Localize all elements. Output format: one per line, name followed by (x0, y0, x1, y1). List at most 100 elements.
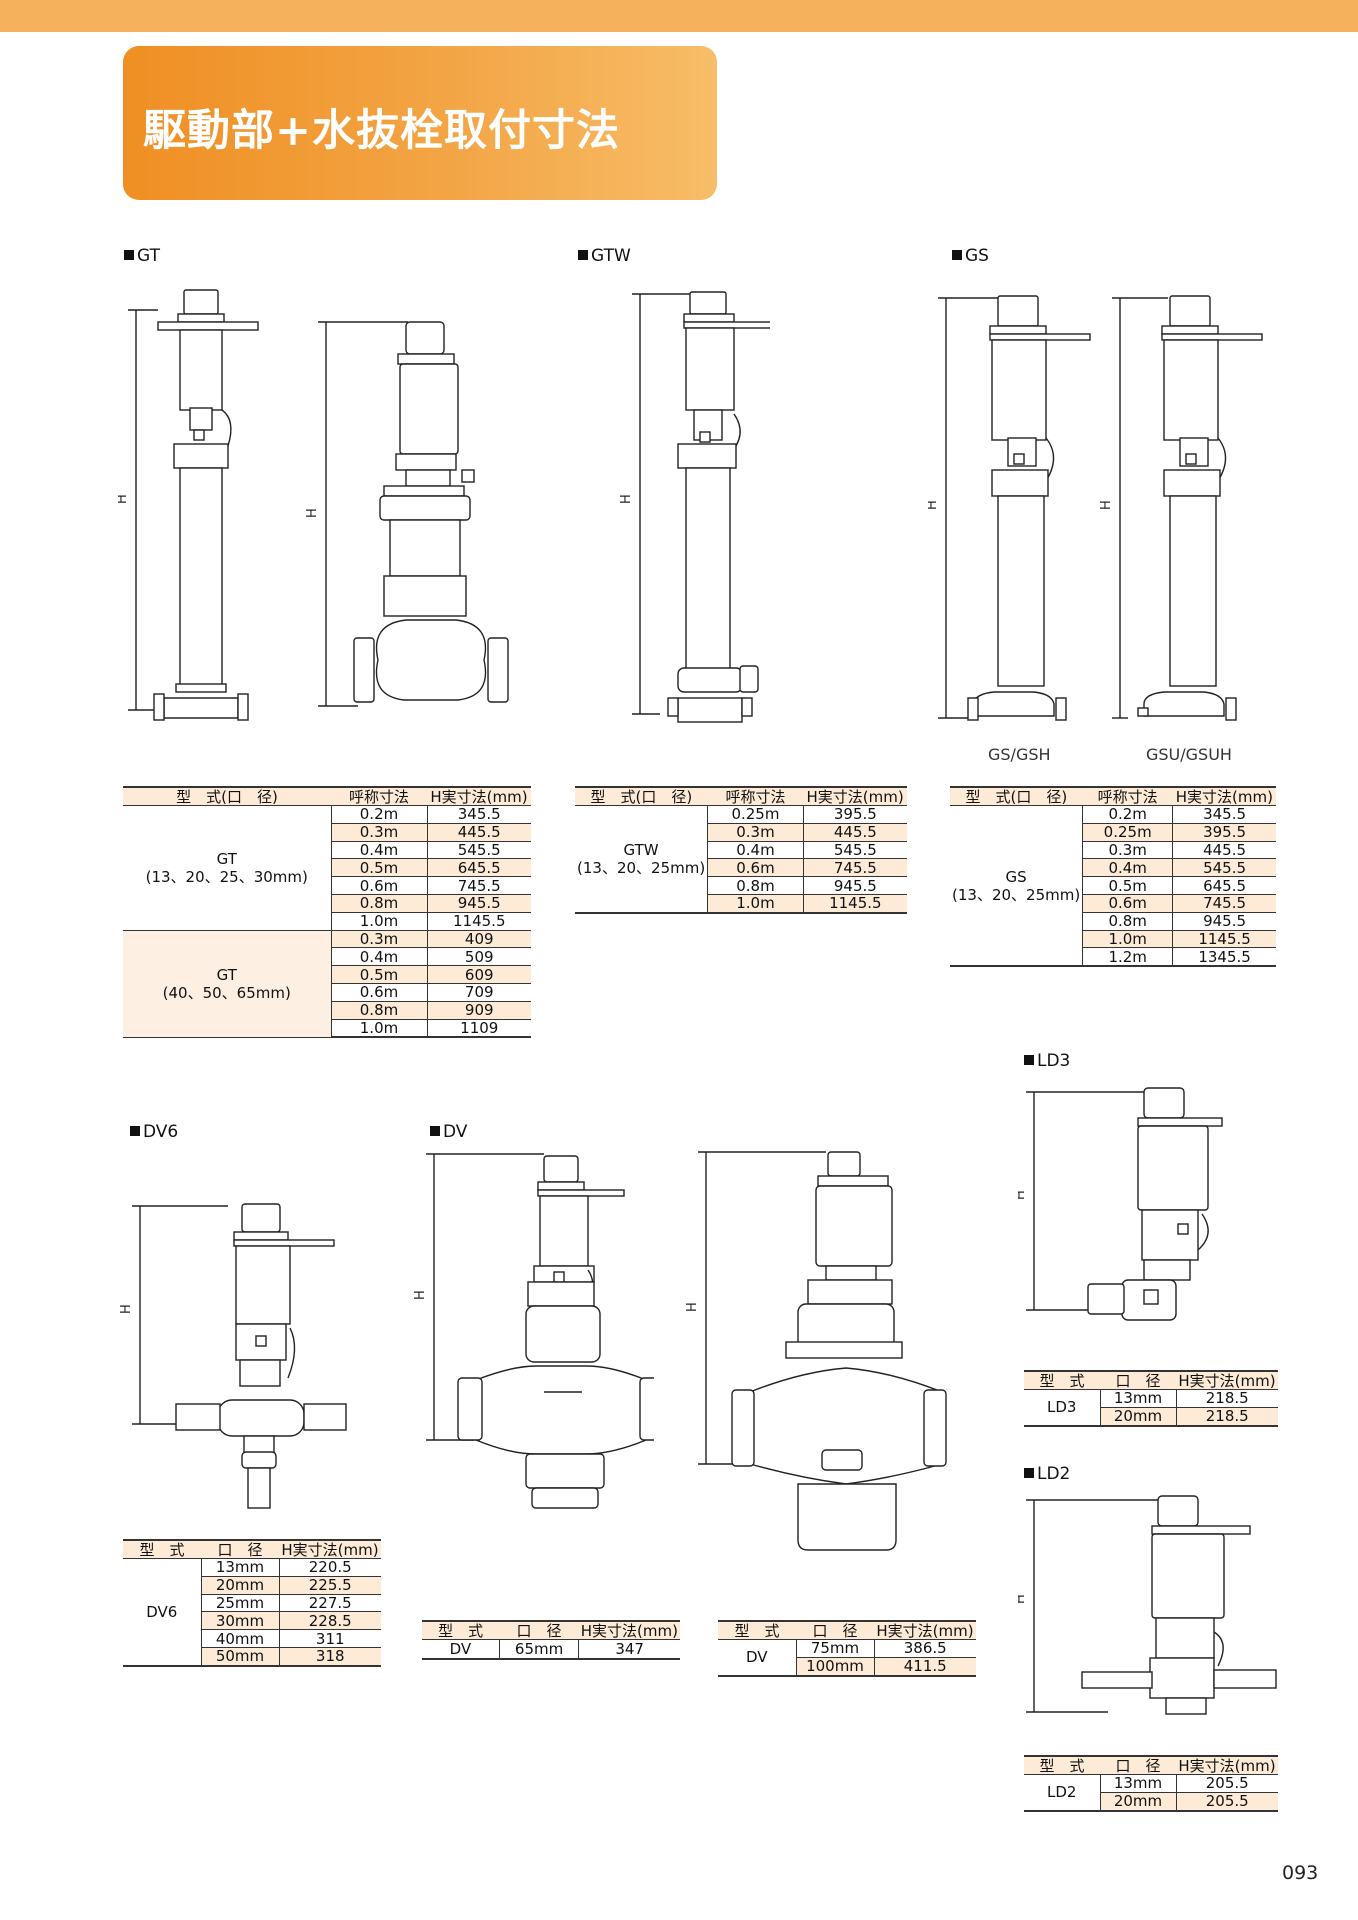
table-header-row: 型 式(口 径) 呼称寸法 H実寸法(mm) (575, 786, 907, 806)
col-nominal: 呼称寸法 (331, 786, 427, 806)
square-bullet-icon (430, 1126, 440, 1136)
square-bullet-icon (1024, 1055, 1034, 1065)
dim-h-label: H (620, 494, 634, 504)
square-bullet-icon (952, 250, 962, 260)
dim-h-label: H (118, 494, 130, 504)
model-cell: GT(13、20、25、30mm) (123, 805, 332, 931)
gs-drawing: H H (928, 295, 1263, 721)
table-header-row: 型 式(口 径) 呼称寸法 H実寸法(mm) (123, 786, 531, 806)
model-cell: DV6 (123, 1558, 202, 1667)
table-row: DV 65mm 347 (422, 1639, 680, 1660)
table-header-row: 型 式 口 径 H実寸法(mm) (422, 1620, 680, 1640)
section-gs: GS (952, 246, 989, 266)
dim-h-label: H (686, 1302, 700, 1312)
gt-spec-table: 型 式(口 径) 呼称寸法 H実寸法(mm) GT(13、20、25、30mm)… (123, 786, 531, 1039)
section-gt: GT (124, 246, 160, 266)
model-cell: GT(40、50、65mm) (123, 930, 332, 1038)
top-color-bar (0, 0, 1358, 32)
ld3-drawing: H (1018, 1087, 1223, 1321)
title-banner: 駆動部+水抜栓取付寸法 (123, 46, 717, 200)
model-cell: GTW(13、20、25mm) (575, 805, 709, 914)
table-header-row: 型 式 口 径 H実寸法(mm) (1024, 1370, 1278, 1390)
ld2-drawing: H (1018, 1495, 1277, 1715)
dim-h-label: H (305, 508, 320, 518)
gs-caption-right: GSU/GSUH (1146, 745, 1232, 764)
dim-h-label: H (1018, 1190, 1028, 1200)
section-dv: DV (430, 1122, 467, 1142)
model-cell: GS(13、20、25mm) (950, 805, 1084, 968)
dv-drawing-65: H (414, 1153, 654, 1509)
square-bullet-icon (124, 250, 134, 260)
dim-h-label: H (1099, 500, 1114, 510)
gtw-spec-table: 型 式(口 径) 呼称寸法 H実寸法(mm) GTW(13、20、25mm) 0… (575, 786, 907, 914)
table-header-row: 型 式 口 径 H実寸法(mm) (1024, 1755, 1278, 1775)
dim-h-label: H (414, 1290, 428, 1300)
section-dv6: DV6 (130, 1122, 178, 1142)
square-bullet-icon (130, 1126, 140, 1136)
gtw-drawing: H (620, 291, 770, 723)
gt-drawing: H H (118, 289, 509, 721)
section-gtw: GTW (578, 246, 631, 266)
dim-h-label: H (119, 1304, 134, 1314)
gs-spec-table: 型 式(口 径) 呼称寸法 H実寸法(mm) GS(13、20、25mm) 0.… (950, 786, 1276, 968)
section-ld3: LD3 (1024, 1051, 1070, 1071)
dv-spec-table-65: 型 式 口 径 H実寸法(mm) DV 65mm 347 (422, 1620, 680, 1660)
dim-h-label: H (1018, 1594, 1028, 1604)
gs-caption-left: GS/GSH (988, 745, 1051, 764)
dim-h-label: H (928, 500, 940, 510)
table-header-row: 型 式 口 径 H実寸法(mm) (718, 1620, 976, 1640)
table-header-row: 型 式 口 径 H実寸法(mm) (123, 1539, 381, 1559)
square-bullet-icon (1024, 1468, 1034, 1478)
page-title: 駆動部+水抜栓取付寸法 (143, 106, 621, 156)
section-ld2: LD2 (1024, 1464, 1070, 1484)
col-model: 型 式(口 径) (123, 786, 331, 806)
dv6-drawing: H (119, 1203, 347, 1509)
square-bullet-icon (578, 250, 588, 260)
col-height: H実寸法(mm) (427, 786, 531, 806)
dv-drawing-75-100: H (686, 1151, 947, 1551)
page-number: 093 (1282, 1862, 1319, 1884)
